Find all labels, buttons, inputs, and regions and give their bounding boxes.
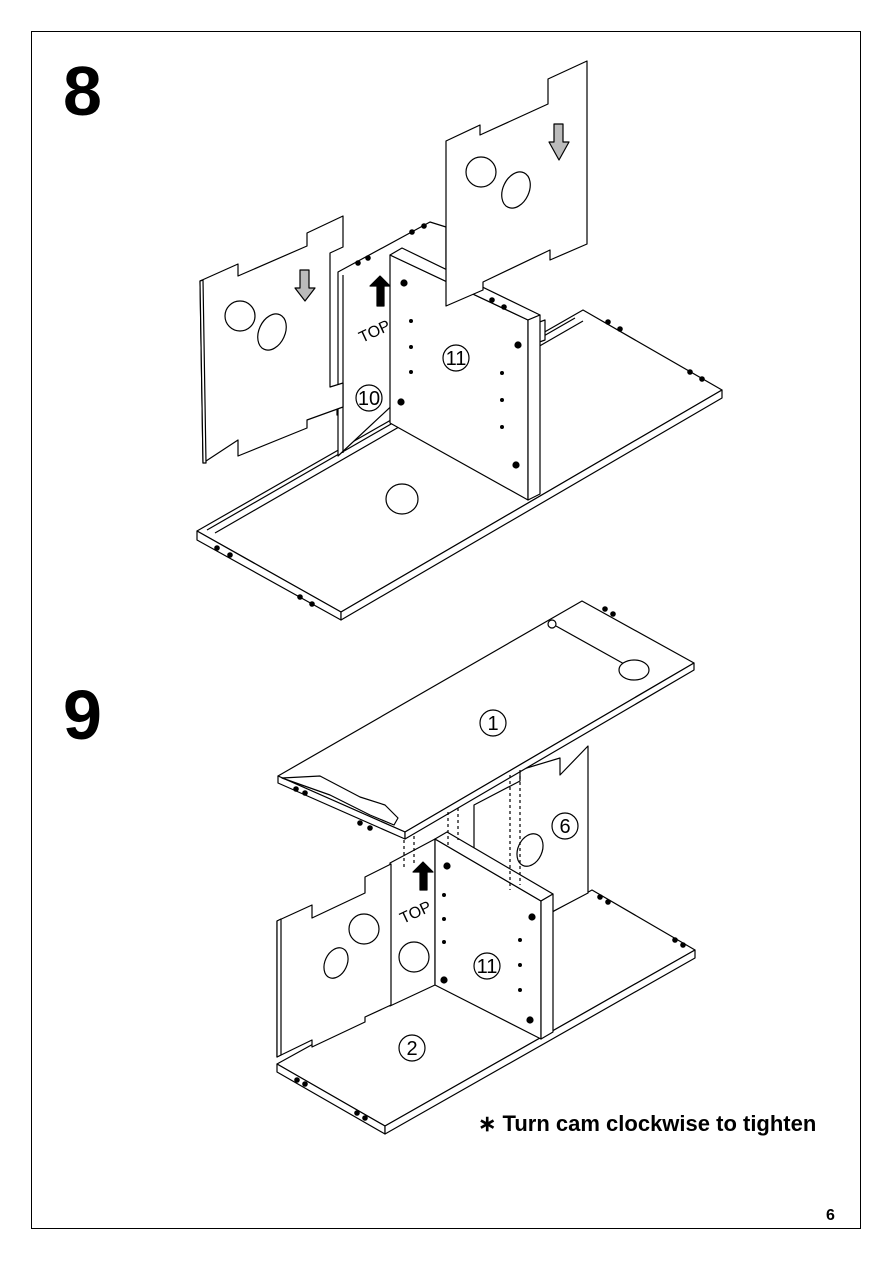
step-9-number: 9 xyxy=(63,676,102,754)
left-side-panel-step9 xyxy=(276,863,392,1058)
panel-11-step9 xyxy=(389,831,554,1040)
step-9-diagram xyxy=(276,600,696,1135)
cam-tightening-note: ∗ Turn cam clockwise to tighten xyxy=(478,1111,817,1136)
part-label-2: 2 xyxy=(406,1038,417,1060)
right-side-panel xyxy=(445,60,588,307)
page-border xyxy=(31,31,861,1229)
step-8-number: 8 xyxy=(63,52,102,130)
page-number: 6 xyxy=(826,1207,835,1224)
step-8-diagram xyxy=(196,60,723,621)
part-label-10: 10 xyxy=(358,388,380,410)
part-label-11: 11 xyxy=(446,348,467,370)
left-side-panel xyxy=(199,215,344,464)
part-label-6: 6 xyxy=(559,816,570,838)
part-label-11-step9: 11 xyxy=(477,956,498,978)
part-label-1: 1 xyxy=(487,713,498,735)
